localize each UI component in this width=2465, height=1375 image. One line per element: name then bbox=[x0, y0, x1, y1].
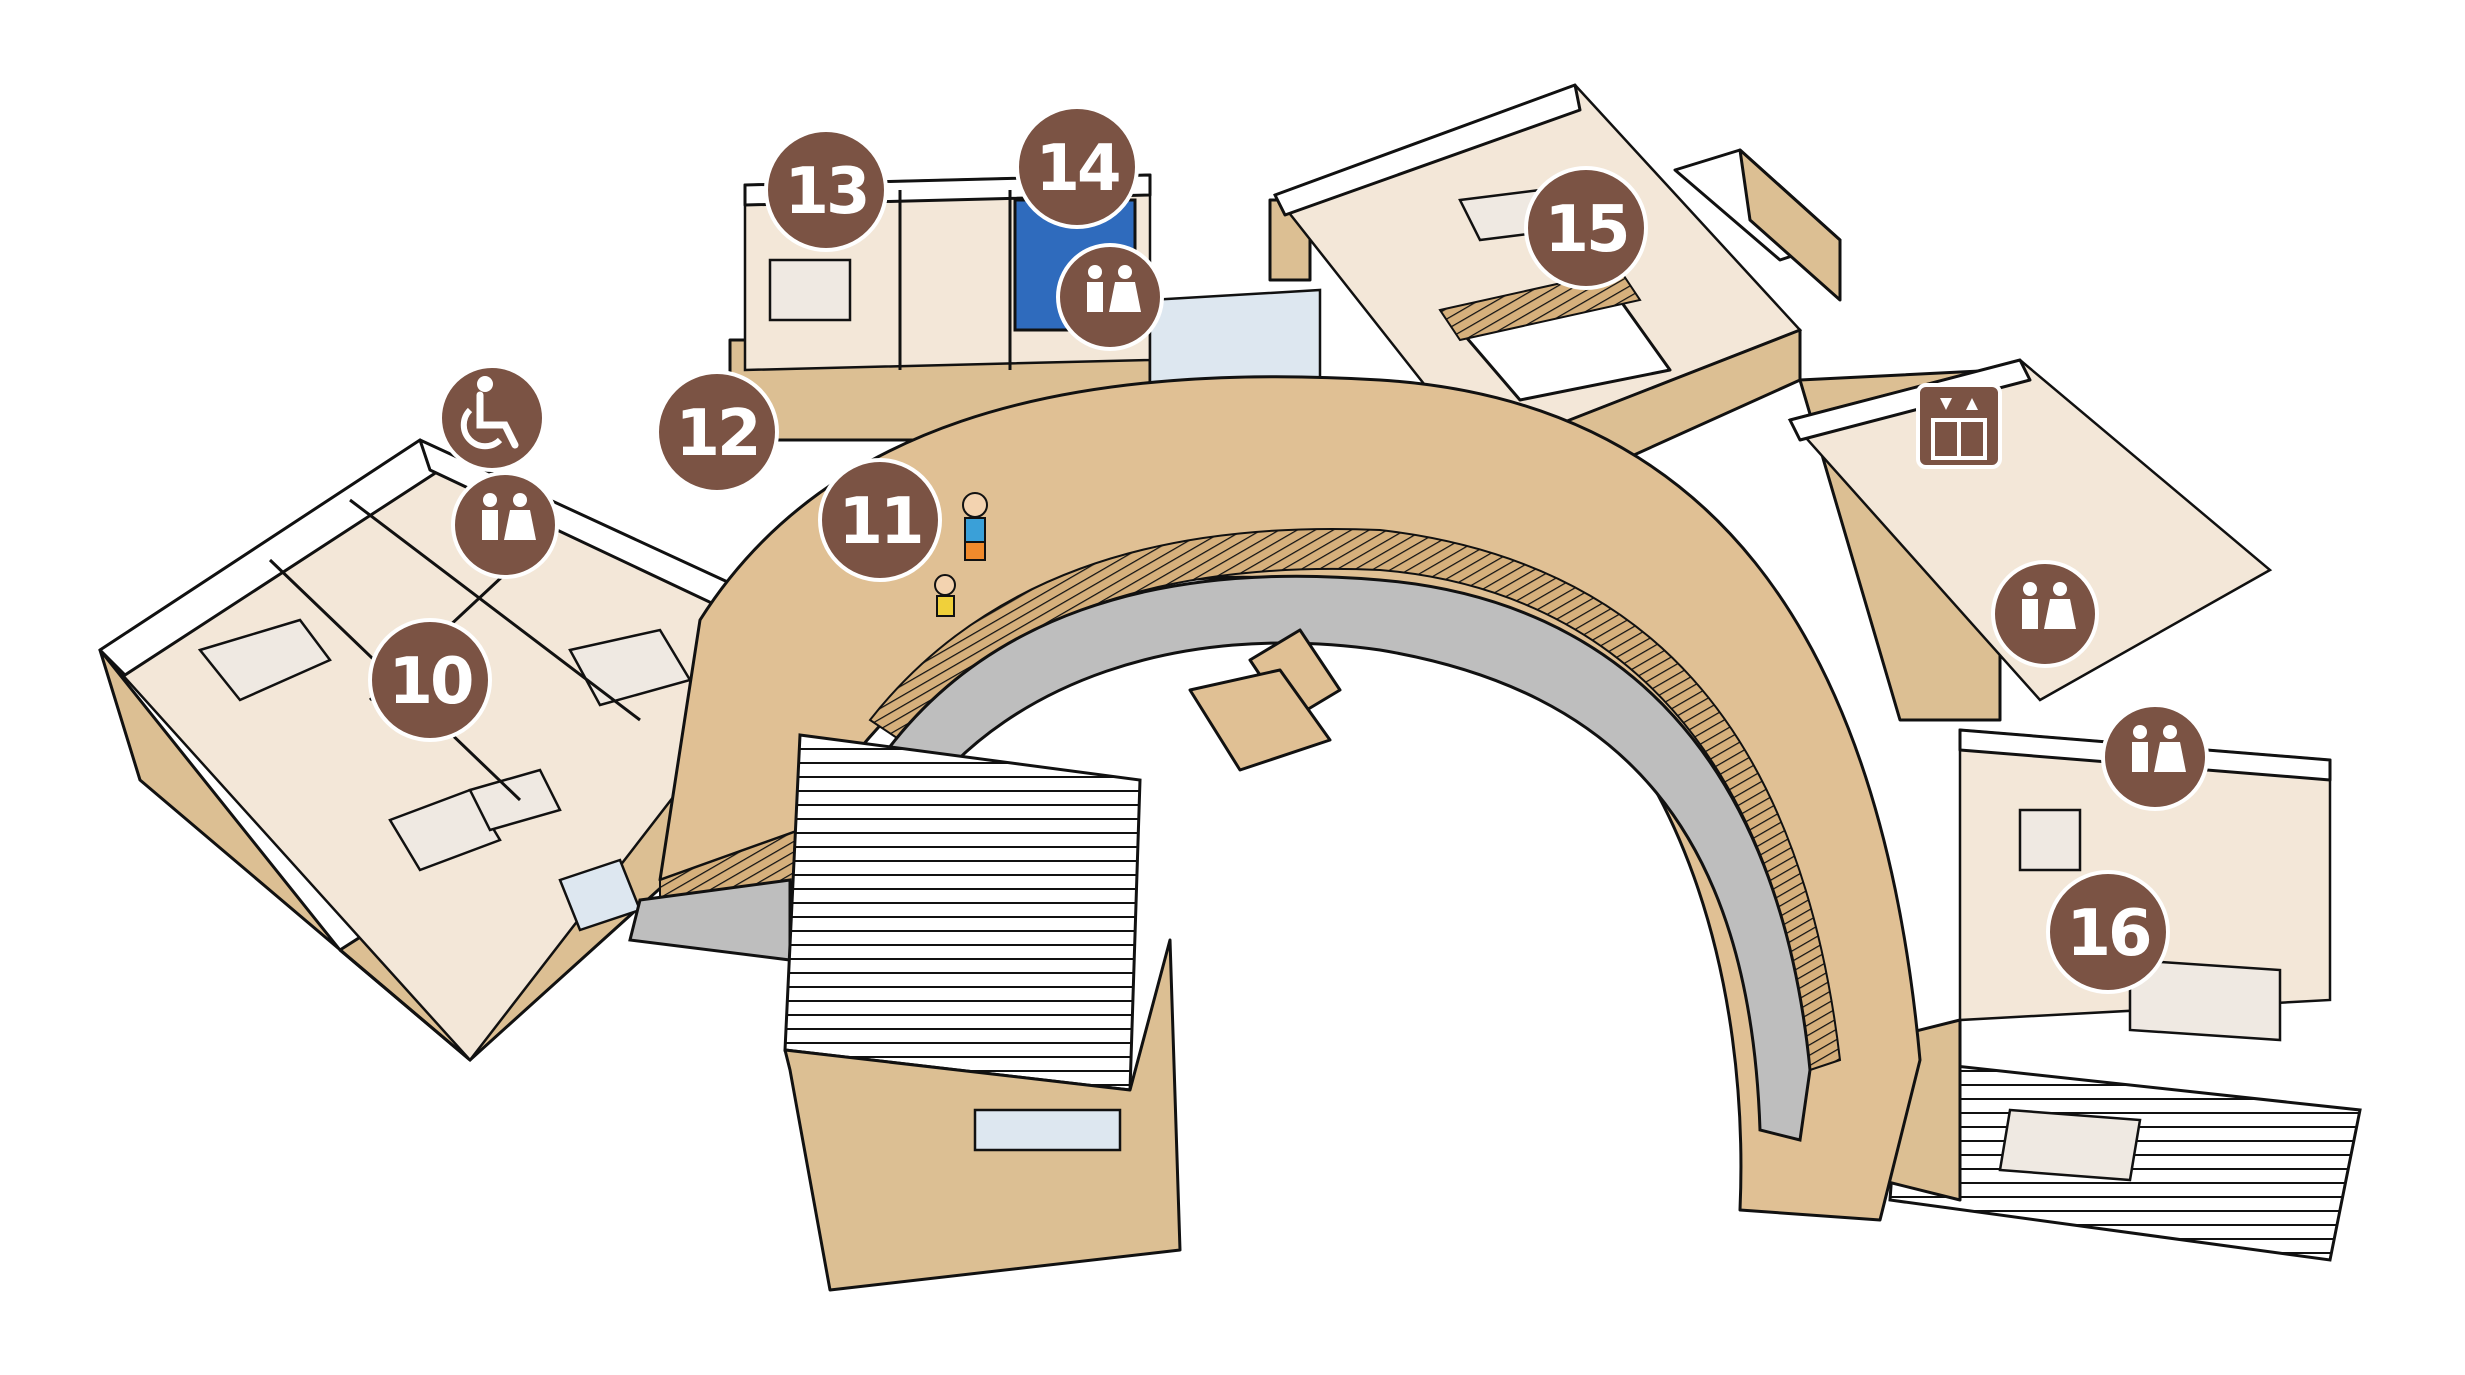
marker-13[interactable]: 13 bbox=[764, 128, 888, 252]
elevator-icon bbox=[1916, 383, 2002, 469]
marker-13-label: 13 bbox=[784, 155, 867, 229]
marker-16[interactable]: 16 bbox=[2046, 870, 2170, 994]
marker-10-label: 10 bbox=[388, 645, 472, 719]
marker-16-label: 16 bbox=[2066, 897, 2150, 971]
marker-15[interactable]: 15 bbox=[1524, 166, 1648, 290]
restroom-icon bbox=[2101, 703, 2209, 811]
restroom-icon bbox=[1991, 560, 2099, 668]
marker-12-label: 12 bbox=[675, 397, 758, 471]
bottom-stairs bbox=[783, 733, 1182, 1292]
marker-11-label: 11 bbox=[838, 485, 921, 559]
person-figure bbox=[962, 492, 988, 561]
marker-14[interactable]: 14 bbox=[1015, 105, 1139, 229]
marker-12[interactable]: 12 bbox=[655, 370, 779, 494]
person-figure bbox=[934, 574, 956, 617]
marker-15-label: 15 bbox=[1544, 193, 1627, 267]
arch-corridor bbox=[628, 375, 1922, 1222]
left-wing bbox=[98, 438, 812, 1062]
marker-11[interactable]: 11 bbox=[818, 458, 942, 582]
marker-14-label: 14 bbox=[1035, 132, 1119, 206]
accessible-restroom-icon bbox=[438, 364, 546, 472]
restroom-icon bbox=[1056, 243, 1164, 351]
marker-10[interactable]: 10 bbox=[368, 618, 492, 742]
restroom-icon bbox=[451, 471, 559, 579]
